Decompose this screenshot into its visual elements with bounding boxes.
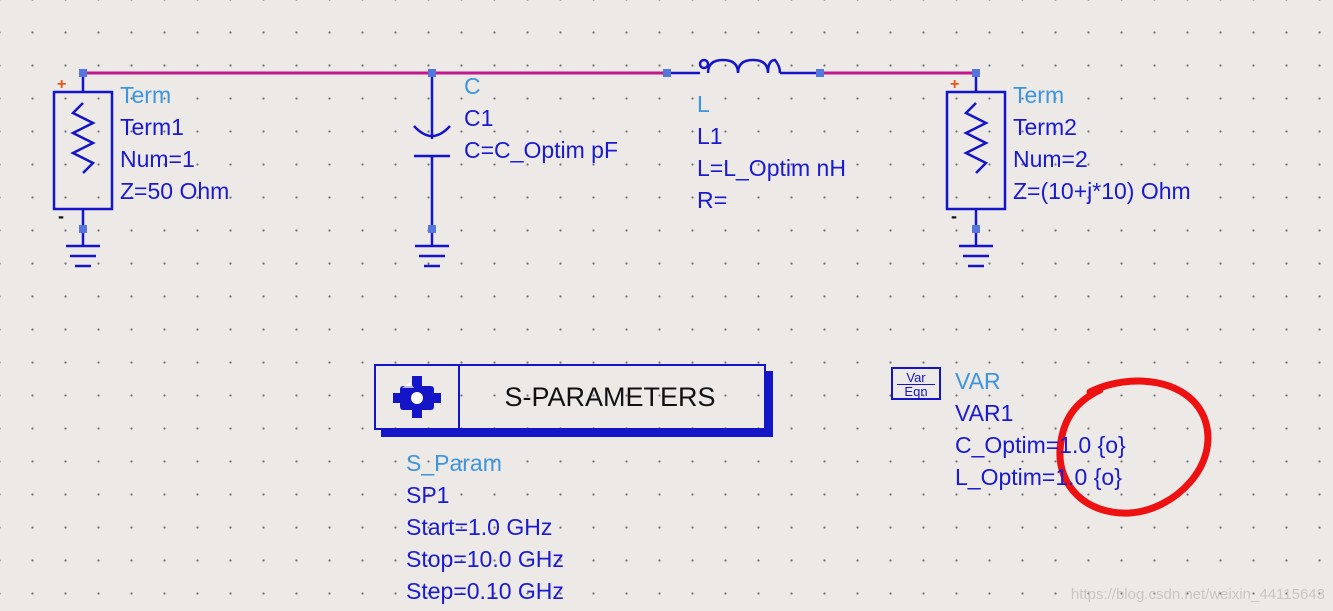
l1-pin-right[interactable] (816, 69, 824, 77)
term1-name-label: Term1 (120, 114, 184, 140)
var-c-optim-param: C_Optim=1.0 {o} (955, 432, 1126, 458)
l1-l-param: L=L_Optim nH (697, 155, 846, 181)
c1-name-label: C1 (464, 105, 494, 131)
var-labels[interactable]: VAR VAR1 C_Optim=1.0 {o} L_Optim=1.0 {o} (955, 365, 1126, 493)
sparam-block-title: S-PARAMETERS (504, 382, 716, 412)
term1-z-param: Z=50 Ohm (120, 178, 230, 204)
c1-pin-bottom[interactable] (428, 225, 436, 233)
term1-labels[interactable]: Term Term1 Num=1 Z=50 Ohm (120, 79, 229, 207)
sparam-type-label: S_Param (406, 450, 502, 476)
term2-pin-top[interactable] (972, 69, 980, 77)
sparam-labels[interactable]: S_Param SP1 Start=1.0 GHz Stop=10.0 GHz … (406, 447, 564, 607)
l1-symbol[interactable] (667, 58, 820, 75)
sparam-step-param: Step=0.10 GHz (406, 578, 564, 604)
l1-pin-left[interactable] (663, 69, 671, 77)
term2-minus-sign: - (951, 206, 957, 226)
l1-labels[interactable]: L L1 L=L_Optim nH R= (697, 88, 846, 216)
term1-symbol[interactable] (52, 73, 114, 268)
term2-num-param: Num=2 (1013, 146, 1088, 172)
sparam-stop-param: Stop=10.0 GHz (406, 546, 564, 572)
term2-name-label: Term2 (1013, 114, 1077, 140)
sparam-gear-icon (376, 366, 460, 428)
watermark-text: https://blog.csdn.net/weixin_44115643 (1070, 586, 1325, 603)
var-icon-bottom-text: Eqn (897, 384, 935, 398)
c1-pin-top[interactable] (428, 69, 436, 77)
var-eqn-icon[interactable]: Var Eqn (891, 367, 941, 400)
term2-type-label: Term (1013, 82, 1065, 108)
var-icon-top-text: Var (906, 370, 926, 385)
var-name-label: VAR1 (955, 400, 1014, 426)
s-parameters-block[interactable]: S-PARAMETERS (374, 364, 766, 430)
term1-type-label: Term (120, 82, 172, 108)
c1-labels[interactable]: C C1 C=C_Optim pF (464, 70, 618, 166)
sparam-name-label: SP1 (406, 482, 450, 508)
term1-pin-bottom[interactable] (79, 225, 87, 233)
term2-symbol[interactable] (945, 73, 1007, 268)
var-type-label: VAR (955, 368, 1001, 394)
term2-plus-sign: + (950, 76, 959, 93)
term1-num-param: Num=1 (120, 146, 195, 172)
term2-labels[interactable]: Term Term2 Num=2 Z=(10+j*10) Ohm (1013, 79, 1191, 207)
sparam-start-param: Start=1.0 GHz (406, 514, 553, 540)
term1-pin-top[interactable] (79, 69, 87, 77)
c1-symbol[interactable] (413, 73, 451, 268)
l1-type-label: L (697, 91, 710, 117)
l1-r-param: R= (697, 187, 728, 213)
c1-type-label: C (464, 73, 481, 99)
term2-z-param: Z=(10+j*10) Ohm (1013, 178, 1191, 204)
var-l-optim-param: L_Optim=1.0 {o} (955, 464, 1122, 490)
c1-c-param: C=C_Optim pF (464, 137, 619, 163)
l1-name-label: L1 (697, 123, 723, 149)
term1-plus-sign: + (57, 76, 66, 93)
red-annotation-circle (1056, 377, 1212, 517)
term1-minus-sign: - (58, 206, 64, 226)
term2-pin-bottom[interactable] (972, 225, 980, 233)
